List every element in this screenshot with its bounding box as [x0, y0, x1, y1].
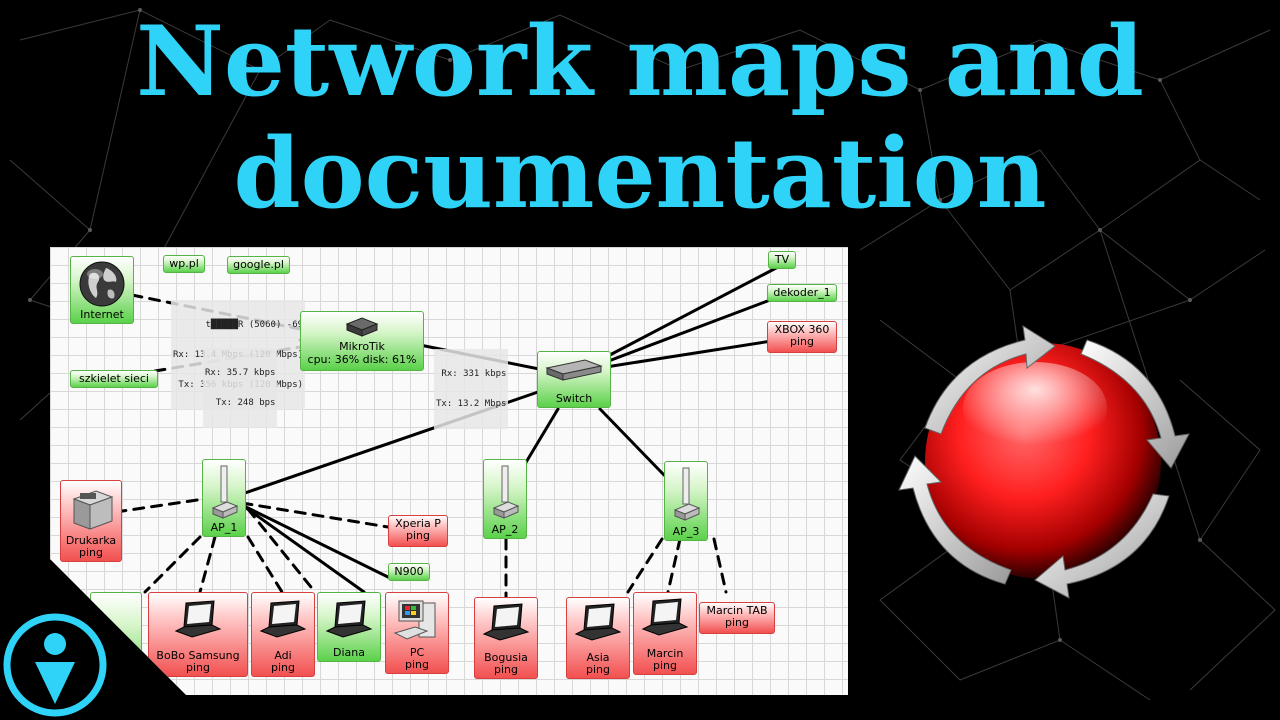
- network-map[interactable]: Internet wp.pl google.pl t█████R (5060) …: [50, 247, 848, 695]
- node-internet[interactable]: Internet: [70, 256, 134, 324]
- node-drukarka-label: Drukarka: [65, 534, 117, 547]
- node-bogusia[interactable]: Bogusia ping: [474, 597, 538, 679]
- node-pc-label: PC: [409, 646, 425, 659]
- node-bobo-samsung-status: ping: [186, 661, 210, 674]
- node-drukarka[interactable]: Drukarka ping: [60, 480, 122, 562]
- node-xperia-p-status: ping: [406, 529, 430, 542]
- router-icon: [345, 317, 379, 337]
- node-mikrotik[interactable]: MikroTik cpu: 36% disk: 61%: [300, 311, 424, 371]
- node-adi-status: ping: [271, 661, 295, 674]
- node-n900[interactable]: N900: [388, 563, 430, 581]
- node-xbox-360-label: XBOX 360: [774, 323, 830, 336]
- szkielet-link-stats-line2: Tx: 248 bps: [215, 398, 276, 408]
- switch-link-stats: Rx: 331 kbps Tx: 13.2 Mbps: [434, 349, 509, 429]
- wan-link-stats-line1: t█████R (5060) -69: [205, 320, 304, 330]
- node-internet-label: Internet: [80, 308, 124, 321]
- person-location-icon: [3, 613, 107, 717]
- access-point-icon: [211, 465, 239, 519]
- laptop-icon: [174, 600, 222, 638]
- node-xperia-p[interactable]: Xperia P ping: [388, 515, 448, 547]
- node-pc-status: ping: [405, 658, 429, 671]
- node-tv[interactable]: TV: [768, 251, 796, 269]
- node-mikrotik-name: MikroTik: [339, 340, 385, 353]
- laptop-icon: [574, 603, 622, 641]
- laptop-icon: [482, 603, 530, 641]
- node-dekoder-1-label: dekoder_1: [773, 286, 831, 299]
- globe-icon: [79, 261, 125, 307]
- node-adi-label: Adi: [274, 649, 292, 662]
- node-wp-pl-label: wp.pl: [169, 257, 199, 270]
- node-ap-3-label: AP_3: [672, 525, 700, 538]
- node-dekoder-1[interactable]: dekoder_1: [767, 284, 837, 302]
- node-mikrotik-stats: cpu: 36% disk: 61%: [307, 353, 417, 366]
- szkielet-link-stats: Rx: 35.7 kbps Tx: 248 bps: [203, 348, 278, 428]
- node-szkielet-sieci[interactable]: szkielet sieci: [70, 370, 158, 388]
- node-tv-label: TV: [774, 253, 790, 266]
- access-point-icon: [673, 467, 701, 521]
- szkielet-link-stats-line1: Rx: 35.7 kbps: [205, 368, 276, 378]
- node-szkielet-sieci-label: szkielet sieci: [79, 372, 149, 385]
- laptop-icon: [259, 600, 307, 638]
- node-xbox-360-status: ping: [790, 335, 814, 348]
- node-marcin-tab-label: Marcin TAB: [706, 604, 768, 617]
- node-xbox-360[interactable]: XBOX 360 ping: [767, 321, 837, 353]
- node-bogusia-label: Bogusia: [484, 651, 528, 664]
- node-marcin[interactable]: Marcin ping: [633, 592, 697, 675]
- switch-icon: [545, 359, 603, 381]
- node-ap-1[interactable]: AP_1: [202, 459, 246, 537]
- node-adi[interactable]: Adi ping: [251, 592, 315, 677]
- node-bobo-samsung-label: BoBo Samsung: [156, 649, 240, 662]
- node-xperia-p-label: Xperia P: [395, 517, 441, 530]
- node-google-pl[interactable]: google.pl: [227, 256, 290, 274]
- desktop-pc-icon: [393, 600, 436, 640]
- node-asia-status: ping: [586, 663, 610, 676]
- laptop-icon: [641, 598, 689, 636]
- node-pc[interactable]: PC ping: [385, 592, 449, 674]
- node-ap-1-label: AP_1: [210, 521, 238, 534]
- switch-link-stats-line2: Tx: 13.2 Mbps: [436, 399, 507, 409]
- printer-icon: [72, 490, 114, 530]
- node-google-pl-label: google.pl: [233, 258, 284, 271]
- node-switch-label: Switch: [555, 392, 593, 405]
- node-drukarka-status: ping: [79, 546, 103, 559]
- node-ap-3[interactable]: AP_3: [664, 461, 708, 541]
- node-n900-label: N900: [394, 565, 424, 578]
- node-marcin-tab[interactable]: Marcin TAB ping: [699, 602, 775, 634]
- node-ap-2[interactable]: AP_2: [483, 459, 527, 539]
- node-bobo-samsung[interactable]: BoBo Samsung ping: [148, 592, 248, 677]
- node-switch[interactable]: Switch: [537, 351, 611, 408]
- node-diana-label: Diana: [333, 646, 365, 659]
- node-bogusia-status: ping: [494, 663, 518, 676]
- title-line-2: documentation: [233, 117, 1047, 230]
- node-marcin-status: ping: [653, 659, 677, 672]
- node-marcin-label: Marcin: [646, 647, 684, 660]
- node-diana[interactable]: Diana: [317, 592, 381, 662]
- title-line-1: Network maps and: [136, 5, 1144, 118]
- refresh-orb-icon: [898, 325, 1190, 599]
- access-point-icon: [492, 465, 520, 519]
- laptop-icon: [325, 600, 373, 638]
- switch-link-stats-line1: Rx: 331 kbps: [441, 369, 507, 379]
- node-asia[interactable]: Asia ping: [566, 597, 630, 679]
- node-wp-pl[interactable]: wp.pl: [163, 255, 205, 273]
- node-ap-2-label: AP_2: [491, 523, 519, 536]
- node-marcin-tab-status: ping: [725, 616, 749, 629]
- node-asia-label: Asia: [586, 651, 610, 664]
